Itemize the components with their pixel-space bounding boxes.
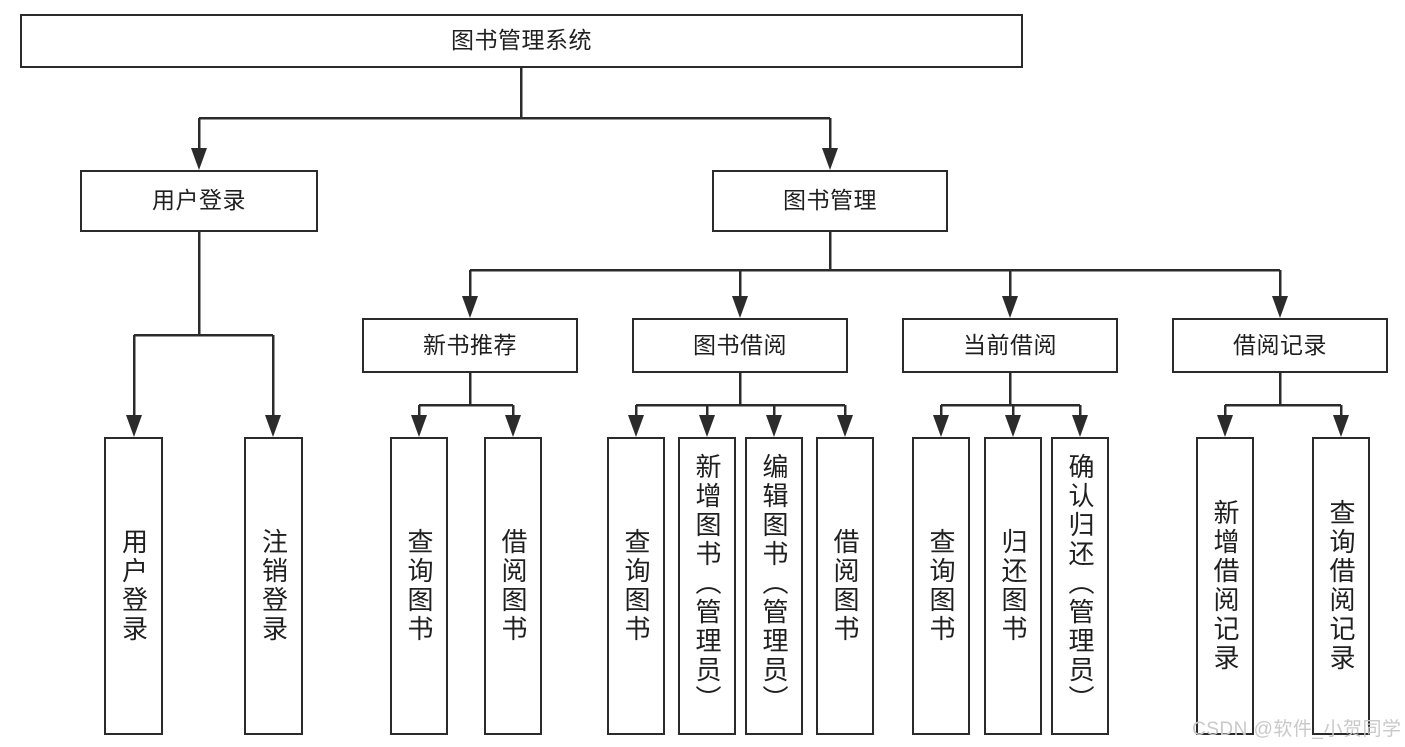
- node-label: 图书管理: [783, 187, 877, 214]
- connector-lines: [126, 68, 1349, 437]
- arrow-current-borrow-to-leaves-2: [1072, 415, 1088, 437]
- node-label: 图书管理系统: [451, 27, 592, 54]
- node-leaf-edit-book[interactable]: 编辑图书（管理员）: [745, 437, 803, 735]
- arrow-root-to-level2-0: [191, 148, 207, 170]
- arrow-user-login-to-leaves-0: [126, 415, 142, 437]
- node-leaf-user-login[interactable]: 用户登录: [104, 437, 163, 735]
- arrow-user-login-to-leaves-1: [265, 415, 281, 437]
- node-current-borrow[interactable]: 当前借阅: [902, 318, 1118, 373]
- arrow-borrow-record-to-leaves-1: [1333, 415, 1349, 437]
- arrow-book-borrow-to-leaves-3: [837, 415, 853, 437]
- arrow-root-to-level2-1: [822, 148, 838, 170]
- arrow-current-borrow-to-leaves-0: [933, 415, 949, 437]
- node-leaf-add-book[interactable]: 新增图书（管理员）: [678, 437, 736, 735]
- node-label: 新书推荐: [423, 331, 517, 358]
- arrow-book-manage-to-level3-1: [732, 296, 748, 318]
- node-borrow-record[interactable]: 借阅记录: [1172, 318, 1388, 373]
- node-label: 当前借阅: [963, 331, 1057, 358]
- node-label: 注销登录: [258, 528, 289, 644]
- node-label: 查询图书: [404, 528, 434, 644]
- node-label: 借阅图书: [830, 528, 860, 644]
- node-leaf-logout[interactable]: 注销登录: [244, 437, 303, 735]
- node-leaf-query-book-1[interactable]: 查询图书: [390, 437, 448, 735]
- node-new-book-rec[interactable]: 新书推荐: [362, 318, 578, 373]
- node-root[interactable]: 图书管理系统: [20, 14, 1023, 68]
- node-label: 新增借阅记录: [1210, 499, 1240, 673]
- node-leaf-confirm-return[interactable]: 确认归还（管理员）: [1051, 437, 1109, 735]
- arrow-new-book-rec-to-leaves-0: [411, 415, 427, 437]
- node-label: 确认归还（管理员）: [1065, 453, 1095, 714]
- node-label: 图书借阅: [693, 331, 787, 358]
- node-leaf-return-book[interactable]: 归还图书: [984, 437, 1042, 735]
- arrow-book-borrow-to-leaves-2: [766, 415, 782, 437]
- node-book-borrow[interactable]: 图书借阅: [632, 318, 848, 373]
- node-label: 用户登录: [118, 528, 149, 644]
- arrow-book-borrow-to-leaves-1: [699, 415, 715, 437]
- node-book-manage[interactable]: 图书管理: [712, 170, 948, 232]
- node-label: 借阅图书: [498, 528, 528, 644]
- node-label: 查询图书: [926, 528, 956, 644]
- node-leaf-borrow-book-2[interactable]: 借阅图书: [816, 437, 874, 735]
- node-label: 借阅记录: [1233, 331, 1327, 358]
- arrow-borrow-record-to-leaves-0: [1217, 415, 1233, 437]
- node-leaf-query-record[interactable]: 查询借阅记录: [1312, 437, 1370, 735]
- node-label: 编辑图书（管理员）: [759, 453, 789, 714]
- node-leaf-add-record[interactable]: 新增借阅记录: [1196, 437, 1254, 735]
- arrow-current-borrow-to-leaves-1: [1005, 415, 1021, 437]
- node-leaf-query-book-2[interactable]: 查询图书: [607, 437, 665, 735]
- node-label: 查询图书: [621, 528, 651, 644]
- node-label: 用户登录: [152, 187, 246, 214]
- node-user-login[interactable]: 用户登录: [80, 170, 318, 232]
- node-label: 新增图书（管理员）: [692, 453, 722, 714]
- arrow-book-manage-to-level3-3: [1272, 296, 1288, 318]
- node-label: 归还图书: [998, 528, 1028, 644]
- arrow-book-borrow-to-leaves-0: [628, 415, 644, 437]
- arrow-new-book-rec-to-leaves-1: [505, 415, 521, 437]
- node-leaf-borrow-book-1[interactable]: 借阅图书: [484, 437, 542, 735]
- arrow-book-manage-to-level3-2: [1002, 296, 1018, 318]
- node-label: 查询借阅记录: [1326, 499, 1356, 673]
- node-leaf-query-book-3[interactable]: 查询图书: [912, 437, 970, 735]
- arrow-book-manage-to-level3-0: [462, 296, 478, 318]
